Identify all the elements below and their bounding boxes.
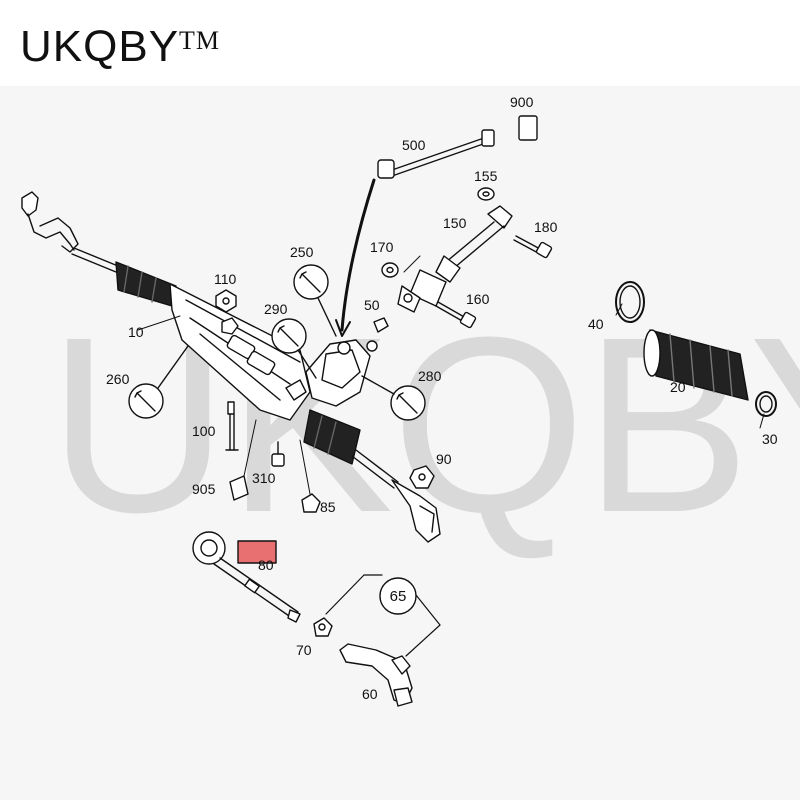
callout-65: 65 — [390, 588, 407, 605]
intermediate-shaft-150 — [397, 205, 513, 313]
callout-280: 280 — [418, 368, 442, 384]
bellows-boot-20 — [643, 329, 749, 401]
clamp-40 — [615, 281, 645, 323]
nut-110 — [215, 289, 237, 313]
callout-bracket-65 — [325, 574, 441, 657]
tie-rod-500 — [377, 115, 538, 179]
highlight-marker — [237, 540, 277, 564]
callout-310: 310 — [252, 470, 276, 486]
callout-180: 180 — [534, 219, 558, 235]
callout-70: 70 — [296, 642, 312, 658]
bolt-160 — [435, 301, 477, 329]
callout-905: 905 — [192, 481, 216, 497]
part-50 — [373, 317, 389, 333]
callout-250: 250 — [290, 244, 314, 260]
brand-name: UKQBY — [20, 22, 180, 71]
callout-80: 80 — [258, 557, 274, 573]
callout-500: 500 — [402, 137, 426, 153]
callout-90: 90 — [436, 451, 452, 467]
callout-50: 50 — [364, 297, 380, 313]
bushing-905 — [229, 419, 257, 501]
brand-logo: UKQBYTM — [20, 22, 220, 72]
callout-160: 160 — [466, 291, 490, 307]
callout-150: 150 — [443, 215, 467, 231]
bolt-180 — [513, 235, 553, 259]
washer-155 — [477, 187, 495, 201]
callout-260: 260 — [106, 371, 130, 387]
outer-tie-rod-end-60 — [339, 643, 413, 707]
clamp-30 — [755, 391, 777, 417]
callout-40: 40 — [588, 316, 604, 332]
callout-60: 60 — [362, 686, 378, 702]
nut-90 — [409, 465, 435, 489]
callout-170: 170 — [370, 239, 394, 255]
bolt-100 — [225, 401, 239, 451]
wrench-icon — [128, 264, 426, 421]
nut-85 — [299, 439, 321, 513]
callout-900: 900 — [510, 94, 534, 110]
nut-70 — [313, 617, 333, 637]
callout-100: 100 — [192, 423, 216, 439]
steering-rack-housing — [21, 191, 441, 543]
bolt-310 — [271, 441, 285, 467]
callout-290: 290 — [264, 301, 288, 317]
leader-lines — [137, 255, 765, 429]
brand-tm: TM — [179, 26, 221, 55]
callout-155: 155 — [474, 168, 498, 184]
header-band: UKQBYTM — [0, 0, 800, 86]
callout-30: 30 — [762, 431, 778, 447]
callout-65-group: 65 — [379, 577, 417, 615]
callout-20: 20 — [670, 379, 686, 395]
callout-85: 85 — [320, 499, 336, 515]
callout-labels: 900 500 155 150 180 250 170 110 160 290 … — [106, 94, 778, 702]
inner-tie-rod-80 — [192, 531, 301, 623]
nut-170 — [381, 262, 399, 278]
callout-110: 110 — [214, 271, 237, 287]
callout-10: 10 — [128, 324, 144, 340]
